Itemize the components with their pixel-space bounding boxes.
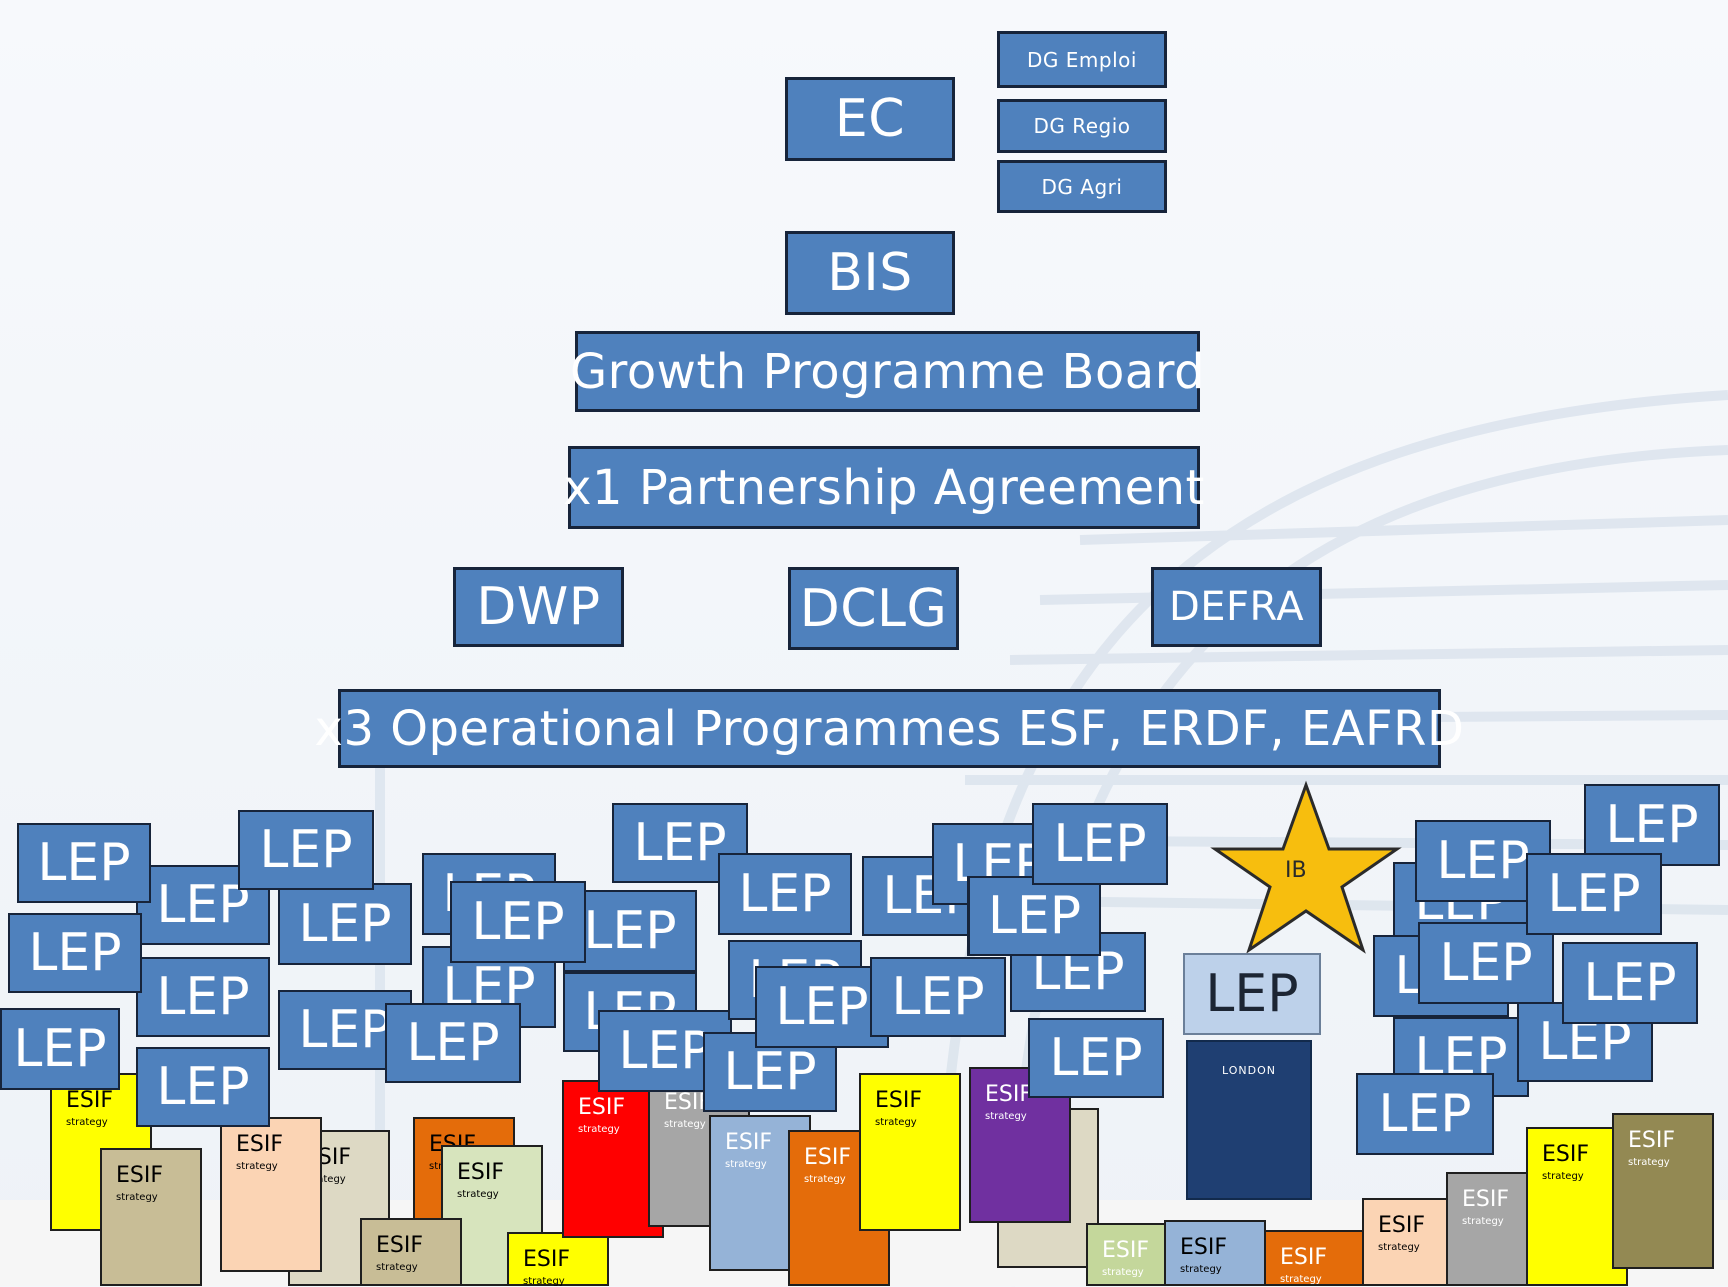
dg-agri-box: DG Agri (997, 160, 1167, 213)
dg-emploi-box: DG Emploi (997, 31, 1167, 88)
esif-subtitle: strategy (1462, 1216, 1504, 1227)
lep-box: LEP (450, 881, 586, 963)
esif-subtitle: strategy (523, 1276, 565, 1287)
london-lep-box: LEP (1183, 953, 1321, 1035)
lep-box: LEP (1584, 784, 1720, 866)
esif-subtitle: strategy (578, 1124, 620, 1135)
defra-box: DEFRA (1151, 567, 1322, 647)
esif-doc: ESIF strategy (1264, 1230, 1366, 1286)
esif-title: ESIF (875, 1088, 923, 1113)
esif-title: ESIF (116, 1163, 164, 1188)
lep-box: LEP (1032, 803, 1168, 885)
esif-doc: ESIF strategy (562, 1080, 664, 1238)
esif-title: ESIF (236, 1132, 284, 1157)
dwp-box: DWP (453, 567, 624, 647)
lep-box: LEP (136, 1047, 270, 1127)
esif-doc: ESIF strategy (1612, 1113, 1714, 1269)
lep-box: LEP (870, 957, 1006, 1037)
lep-box: LEP (1028, 1018, 1164, 1098)
esif-subtitle: strategy (66, 1117, 108, 1128)
esif-subtitle: strategy (376, 1262, 418, 1273)
lep-box: LEP (1526, 853, 1662, 935)
esif-title: ESIF (1180, 1235, 1228, 1260)
esif-subtitle: strategy (1628, 1157, 1670, 1168)
esif-doc: ESIF strategy (100, 1148, 202, 1286)
lep-box: LEP (1562, 942, 1698, 1024)
esif-title: ESIF (66, 1088, 114, 1113)
esif-subtitle: strategy (457, 1189, 499, 1200)
esif-subtitle: strategy (116, 1192, 158, 1203)
lep-box: LEP (17, 823, 151, 903)
esif-title: ESIF (457, 1160, 505, 1185)
esif-subtitle: strategy (1378, 1242, 1420, 1253)
lep-box: LEP (385, 1003, 521, 1083)
esif-title: ESIF (1280, 1245, 1328, 1270)
esif-title: ESIF (985, 1082, 1033, 1107)
esif-subtitle: strategy (985, 1111, 1027, 1122)
lep-box: LEP (968, 876, 1101, 956)
esif-title: ESIF (1542, 1142, 1590, 1167)
esif-subtitle: strategy (1102, 1267, 1144, 1278)
esif-title: ESIF (725, 1130, 773, 1155)
esif-subtitle: strategy (236, 1161, 278, 1172)
esif-subtitle: strategy (804, 1174, 846, 1185)
esif-subtitle: strategy (725, 1159, 767, 1170)
esif-doc: ESIF strategy (507, 1232, 609, 1287)
esif-subtitle: strategy (875, 1117, 917, 1128)
esif-title: ESIF (1628, 1128, 1676, 1153)
esif-subtitle: strategy (304, 1174, 346, 1185)
lep-box: LEP (238, 810, 374, 890)
esif-subtitle: strategy (1180, 1264, 1222, 1275)
london-esif-document: LONDON (1186, 1040, 1312, 1200)
esif-doc: ESIF strategy (360, 1218, 462, 1286)
esif-subtitle: strategy (1542, 1171, 1584, 1182)
esif-title: ESIF (376, 1233, 424, 1258)
lep-box: LEP (278, 883, 412, 965)
esif-title: ESIF (1462, 1187, 1510, 1212)
ib-label: IB (1285, 858, 1307, 883)
lep-box: LEP (0, 1008, 120, 1090)
operational-programmes-box: x3 Operational Programmes ESF, ERDF, EAF… (315, 689, 1464, 768)
dg-regio-box: DG Regio (997, 99, 1167, 153)
partnership-agreement-box: x1 Partnership Agreement (563, 446, 1204, 529)
esif-subtitle: strategy (664, 1119, 706, 1130)
esif-doc: ESIF strategy (859, 1073, 961, 1231)
esif-doc: ESIF strategy (220, 1117, 322, 1272)
growth-programme-board-box: Growth Programme Board (570, 331, 1205, 412)
esif-doc: ESIF strategy (1164, 1220, 1266, 1286)
lep-box: LEP (718, 853, 852, 935)
esif-title: ESIF (578, 1095, 626, 1120)
esif-doc: ESIF strategy (1086, 1223, 1168, 1286)
lep-box: LEP (1418, 922, 1554, 1004)
lep-box: LEP (1356, 1073, 1494, 1155)
ec-box: EC (785, 77, 955, 161)
esif-title: ESIF (523, 1247, 571, 1272)
lep-box: LEP (8, 913, 142, 993)
esif-title: ESIF (804, 1145, 852, 1170)
esif-subtitle: strategy (1280, 1274, 1322, 1285)
esif-title: ESIF (1102, 1238, 1150, 1263)
london-doc-title: LONDON (1222, 1064, 1276, 1077)
lep-box: LEP (136, 957, 270, 1037)
star-icon (1210, 780, 1402, 954)
lep-box: LEP (755, 966, 889, 1048)
dclg-box: DCLG (788, 567, 959, 650)
esif-title: ESIF (1378, 1213, 1426, 1238)
bis-box: BIS (785, 231, 955, 315)
